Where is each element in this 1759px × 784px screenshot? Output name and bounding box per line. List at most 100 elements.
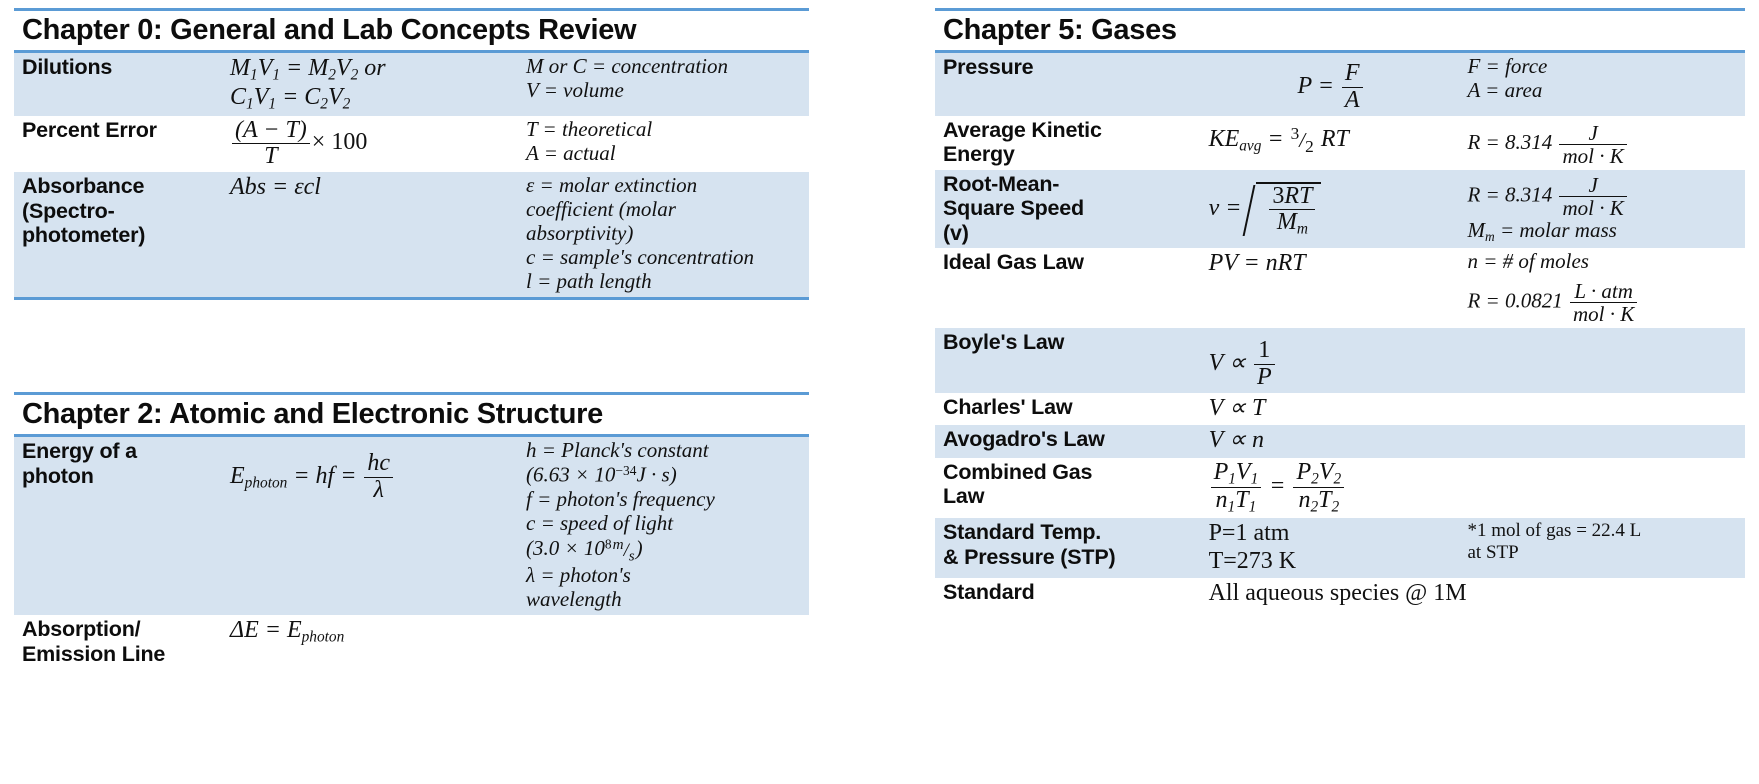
fraction-f-over-a: F A [1341, 61, 1363, 112]
row-formula-percent-error: (A − T) T × 100 [222, 116, 518, 173]
row-label-rms-speed: Root-Mean- Square Speed (v) [935, 169, 1201, 249]
row-desc-dilutions: M or C = concentration V = volume [518, 51, 810, 117]
label-line: Standard Temp. [943, 520, 1102, 545]
desc-line-speed-value: (3.0 × 108m/s) [526, 535, 643, 564]
row-desc-ideal-gas-law: n = # of moles R = 0.0821 L · atm mol · … [1459, 248, 1745, 329]
table-row-standard: Standard All aqueous species @ 1M [935, 578, 1745, 611]
table-row-rms-speed: Root-Mean- Square Speed (v) v = 3RT Mm R… [935, 169, 1745, 249]
table-title-row-chapter-2: Chapter 2: Atomic and Electronic Structu… [14, 391, 810, 438]
label-line: & Pressure (STP) [943, 544, 1116, 569]
table-title-row-chapter-5: Chapter 5: Gases [935, 7, 1745, 54]
gas-constant-si: R = 8.314 [1467, 182, 1553, 207]
chapter-5-title: Chapter 5: Gases [935, 7, 1745, 54]
label-line: Energy of a [22, 439, 137, 464]
chapter-0-title: Chapter 0: General and Lab Concepts Revi… [14, 7, 810, 54]
desc-line: f = photon's frequency [526, 486, 715, 511]
row-formula-pressure: P = F A [1200, 51, 1460, 116]
table-row-charles-law: Charles' Law V ∝ T [935, 392, 1745, 426]
label-line: Absorption/ [22, 617, 141, 642]
row-formula-absorption-emission: ΔE = Ephoton [222, 615, 518, 670]
table-row-absorbance: Absorbance (Spectro- photometer) Abs = ε… [14, 172, 810, 301]
row-label-boyles-law: Boyle's Law [935, 328, 1201, 393]
row-label-average-kinetic-energy: Average Kinetic Energy [935, 115, 1201, 170]
formula-line: T=273 K [1208, 547, 1297, 574]
fraction-percent-error: (A − T) T [232, 117, 310, 169]
fraction-1-over-p: 1 P [1253, 338, 1275, 389]
row-label-pressure: Pressure [935, 51, 1201, 116]
row-desc-absorption-emission [518, 615, 810, 670]
row-desc-boyles-law [1459, 328, 1745, 393]
row-desc-average-kinetic-energy: R = 8.314 J mol · K [1459, 115, 1745, 170]
row-desc-absorbance: ε = molar extinction coefficient (molar … [518, 172, 810, 301]
table-row-ideal-gas-law: Ideal Gas Law PV = nRT n = # of moles R … [935, 248, 1745, 329]
row-label-dilutions: Dilutions [14, 51, 222, 117]
row-formula-energy-of-photon: Ephoton = hf = hc λ [222, 435, 518, 616]
row-label-avogadros-law: Avogadro's Law [935, 425, 1201, 458]
row-label-combined-gas-law: Combined Gas Law [935, 457, 1201, 519]
desc-line: T = theoretical [526, 117, 653, 142]
label-line: Root-Mean- [943, 171, 1060, 196]
table-row-percent-error: Percent Error (A − T) T × 100 T = theore… [14, 116, 810, 173]
row-label-absorbance: Absorbance (Spectro- photometer) [14, 172, 222, 301]
table-chapter-5: Chapter 5: Gases Pressure P = F A F = fo… [935, 7, 1745, 611]
formula-line: P=1 atm [1208, 520, 1290, 547]
label-line: Square Speed [943, 196, 1084, 221]
table-row-absorption-emission: Absorption/ Emission Line ΔE = Ephoton [14, 615, 810, 670]
desc-line: absorptivity) [526, 221, 634, 246]
desc-line: coefficient (molar [526, 197, 676, 222]
row-formula-standard: All aqueous species @ 1M [1200, 578, 1745, 611]
chapter-2-title: Chapter 2: Atomic and Electronic Structu… [14, 391, 810, 438]
label-line: photometer) [22, 223, 146, 248]
gas-constant-latm: R = 0.0821 [1467, 288, 1563, 313]
desc-line: A = area [1467, 78, 1543, 103]
desc-line: c = sample's concentration [526, 245, 755, 270]
row-desc-stp: *1 mol of gas = 22.4 L at STP [1459, 518, 1745, 579]
square-root-symbol: 3RT Mm [1247, 181, 1322, 238]
label-line: Average Kinetic [943, 117, 1102, 142]
multiply-100: × 100 [311, 129, 368, 156]
table-row-combined-gas-law: Combined Gas Law P1V1 n1T1 = P2V2 n2T2 [935, 457, 1745, 519]
label-line: (v) [943, 220, 969, 245]
row-formula-combined-gas-law: P1V1 n1T1 = P2V2 n2T2 [1200, 457, 1460, 519]
fraction-p1v1-over-n1t1: P1V1 n1T1 [1210, 459, 1262, 516]
fraction-3rt-over-mm: 3RT Mm [1269, 183, 1316, 238]
fraction-j-per-mol-k: J mol · K [1559, 122, 1627, 167]
fraction-hc-lambda: hc λ [364, 451, 394, 502]
row-label-energy-of-photon: Energy of a photon [14, 435, 222, 616]
table-chapter-2: Chapter 2: Atomic and Electronic Structu… [14, 391, 810, 670]
label-line: Emission Line [22, 641, 166, 666]
row-label-absorption-emission: Absorption/ Emission Line [14, 615, 222, 670]
row-label-ideal-gas-law: Ideal Gas Law [935, 248, 1201, 329]
table-row-energy-of-photon: Energy of a photon Ephoton = hf = hc λ h… [14, 435, 810, 616]
desc-line: at STP [1467, 542, 1519, 564]
row-desc-rms-speed: R = 8.314 J mol · K Mm = molar mass [1459, 169, 1745, 249]
desc-line: c = speed of light [526, 510, 674, 535]
label-line: photon [22, 463, 94, 488]
fraction-p2v2-over-n2t2: P2V2 n2T2 [1293, 459, 1345, 516]
row-formula-charles-law: V ∝ T [1200, 392, 1460, 426]
label-line: Energy [943, 142, 1015, 167]
slashed-fraction-3-2: 3/2 [1290, 123, 1314, 156]
gas-constant-si: R = 8.314 [1467, 130, 1553, 155]
row-desc-percent-error: T = theoretical A = actual [518, 116, 810, 173]
desc-line: λ = photon's [526, 563, 631, 588]
desc-line: A = actual [526, 140, 616, 165]
row-desc-combined-gas-law [1459, 457, 1745, 519]
desc-line-molar-mass: Mm = molar mass [1467, 218, 1617, 244]
table-row-average-kinetic-energy: Average Kinetic Energy KEavg = 3/2 RT R … [935, 115, 1745, 170]
row-label-charles-law: Charles' Law [935, 392, 1201, 426]
row-formula-average-kinetic-energy: KEavg = 3/2 RT [1200, 115, 1460, 170]
desc-line: V = volume [526, 78, 624, 103]
desc-line: h = Planck's constant [526, 438, 709, 463]
fraction-j-per-mol-k: J mol · K [1559, 174, 1627, 219]
row-formula-rms-speed: v = 3RT Mm [1200, 169, 1460, 249]
desc-line: *1 mol of gas = 22.4 L [1467, 520, 1642, 542]
table-row-pressure: Pressure P = F A F = force A = area [935, 51, 1745, 116]
label-line: Combined Gas [943, 459, 1093, 484]
desc-line: wavelength [526, 587, 622, 612]
row-formula-ideal-gas-law: PV = nRT [1200, 248, 1460, 329]
label-line: (Spectro- [22, 198, 115, 223]
table-chapter-0: Chapter 0: General and Lab Concepts Revi… [14, 7, 810, 301]
label-line: Absorbance [22, 174, 145, 199]
